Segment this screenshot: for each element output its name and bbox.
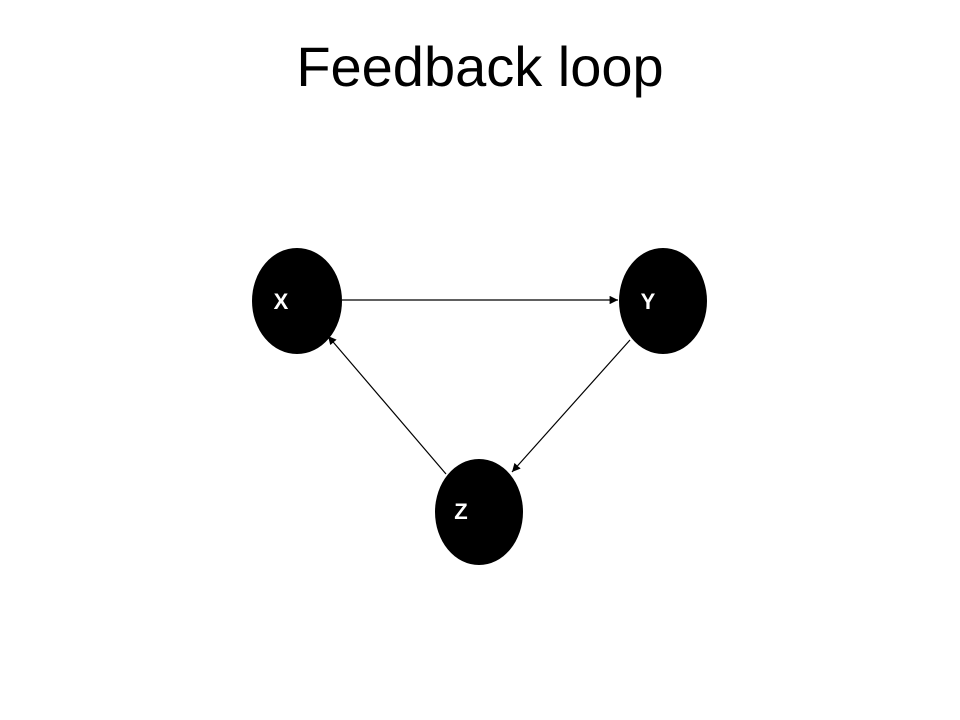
node-y-label: Y — [641, 289, 656, 314]
slide-title: Feedback loop — [296, 35, 664, 98]
node-z: Z — [435, 459, 523, 565]
node-y-shape — [619, 248, 707, 354]
edge-y-to-z — [511, 339, 631, 473]
node-z-shape — [435, 459, 523, 565]
node-x: X — [252, 248, 342, 354]
node-x-label: X — [274, 289, 289, 314]
node-y: Y — [619, 248, 707, 354]
node-z-label: Z — [454, 499, 467, 524]
edge-z-to-x — [327, 335, 447, 475]
node-x-shape — [252, 248, 342, 354]
